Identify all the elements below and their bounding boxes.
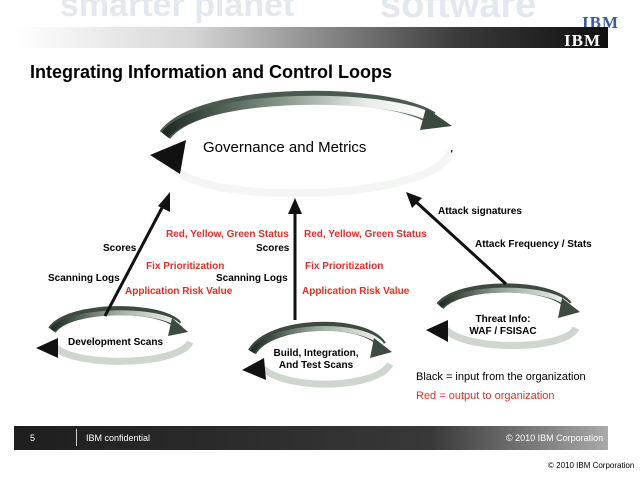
ibm-logo-bar: IBM	[564, 31, 601, 50]
threat-label-line1: Threat Info:	[475, 314, 531, 325]
left-fix-prioritization-label: Fix Prioritization	[146, 261, 225, 272]
middle-scores-label: Scores	[256, 243, 290, 254]
threat-cycle	[426, 283, 580, 350]
footer-divider	[76, 429, 77, 446]
attack-signatures-label: Attack signatures	[438, 206, 522, 217]
left-scores-label: Scores	[103, 243, 137, 254]
build-label: Build, Integration, And Test Scans	[262, 348, 370, 372]
build-label-line2: And Test Scans	[278, 360, 354, 371]
left-red-status-label: Red, Yellow, Green Status	[166, 229, 289, 240]
slide-title: Integrating Information and Control Loop…	[30, 62, 392, 82]
left-scanning-logs-label: Scanning Logs	[48, 273, 120, 284]
threat-label: Threat Info: WAF / FSISAC	[458, 314, 548, 338]
legend-black: Black = input from the organization	[416, 371, 586, 383]
page-number: 5	[30, 433, 36, 443]
legend-red: Red = output to organization	[416, 390, 555, 402]
left-risk-value-label: Application Risk Value	[125, 286, 233, 297]
header-bar	[14, 27, 608, 48]
bottom-copyright: © 2010 IBM Corporation	[548, 461, 635, 470]
footer-bar	[14, 426, 608, 450]
footer-copyright: © 2010 IBM Corporation	[506, 433, 604, 443]
confidential-label: IBM confidential	[86, 433, 151, 443]
flow-arrows	[103, 192, 508, 320]
governance-cycle	[150, 90, 454, 198]
build-label-line1: Build, Integration,	[273, 348, 359, 359]
development-scans-cycle	[36, 306, 194, 365]
build-cycle	[242, 321, 394, 388]
middle-fix-prioritization-label: Fix Prioritization	[305, 261, 384, 272]
middle-risk-value-label: Application Risk Value	[302, 286, 410, 297]
middle-scanning-logs-label: Scanning Logs	[216, 273, 288, 284]
middle-red-status-label: Red, Yellow, Green Status	[304, 229, 427, 240]
governance-label: Governance and Metrics	[203, 139, 367, 156]
banner-word-smarter-planet: smarter planet	[60, 0, 295, 24]
banner-word-software: software	[380, 0, 537, 26]
threat-label-line2: WAF / FSISAC	[469, 326, 537, 337]
development-scans-label: Development Scans	[68, 337, 164, 348]
banner-background: smarter planet software	[0, 0, 640, 30]
attack-frequency-label: Attack Frequency / Stats	[475, 239, 592, 250]
